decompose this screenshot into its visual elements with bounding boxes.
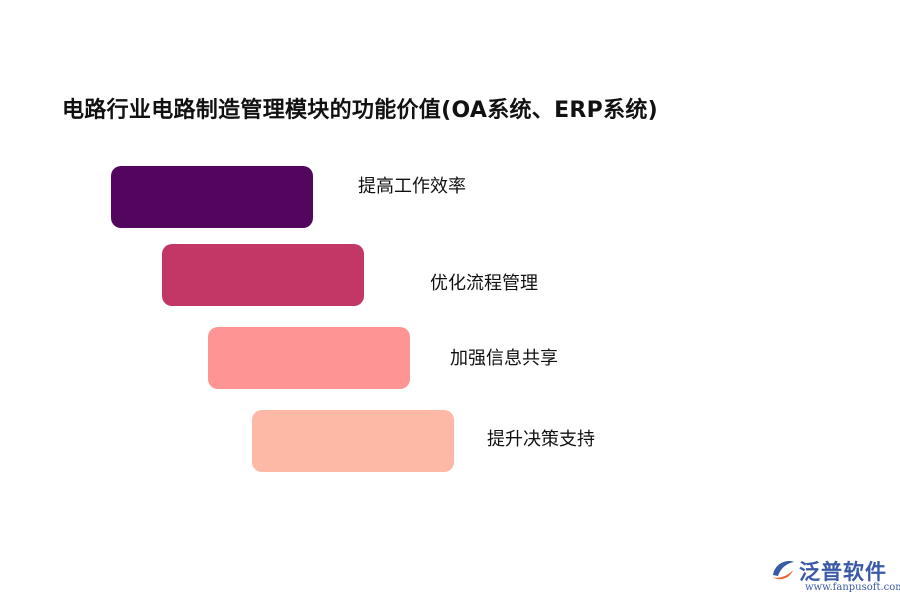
funnel-bar-2 bbox=[162, 244, 364, 306]
brand-url: www.fanpusoft.com bbox=[805, 582, 900, 593]
funnel-bar-4 bbox=[252, 410, 454, 472]
funnel-label-2: 优化流程管理 bbox=[430, 273, 538, 294]
funnel-bar-1 bbox=[111, 166, 313, 228]
brand-logo: 泛普软件 www.fanpusoft.com bbox=[769, 553, 900, 598]
page-title: 电路行业电路制造管理模块的功能价值(OA系统、ERP系统) bbox=[62, 98, 659, 123]
brand-name: 泛普软件 bbox=[799, 560, 887, 584]
brand-mark-icon bbox=[772, 561, 794, 580]
funnel-label-4: 提升决策支持 bbox=[487, 429, 595, 450]
funnel-bar-3 bbox=[208, 327, 410, 389]
funnel-label-3: 加强信息共享 bbox=[450, 348, 558, 369]
funnel-label-1: 提高工作效率 bbox=[358, 176, 466, 197]
